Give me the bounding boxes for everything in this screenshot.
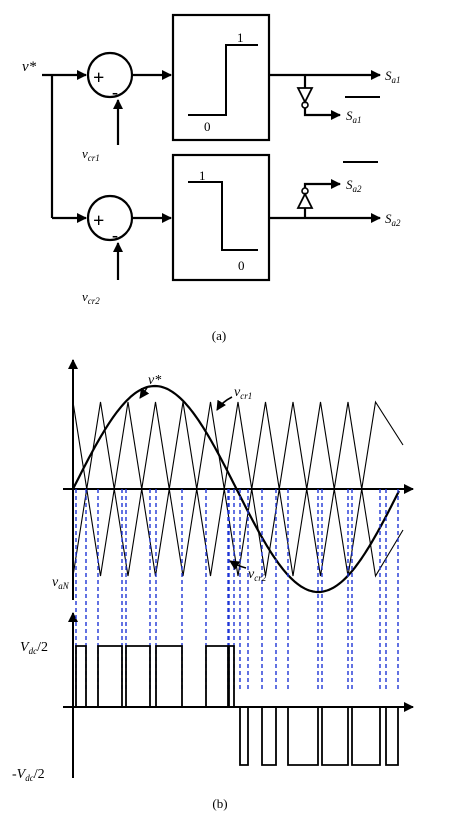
block2-low: 0 (238, 258, 245, 273)
vout-label: vaN (52, 575, 70, 591)
sum2-minus: - (112, 225, 118, 245)
ref-wave-pointer (139, 387, 150, 399)
carrier1-label: vcr1 (82, 146, 100, 163)
caption-b: (b) (212, 796, 227, 811)
output-sa1-label: Sa1 (385, 68, 401, 85)
carrier1-triangle-wave (72, 400, 404, 490)
falling-step-curve (188, 181, 258, 251)
block-diagram-a-labels: v* + - + - vcr1 vcr2 1 0 1 0 Sa1 Sa1 Sa2… (22, 30, 401, 343)
block-diagram-a (42, 13, 381, 282)
sum2-plus: + (93, 210, 104, 232)
sum1-minus: - (112, 82, 118, 102)
reference-sine-wave (72, 384, 400, 594)
carrier2-label: vcr2 (82, 289, 100, 306)
comparator-block-1 (171, 13, 271, 142)
carrier2-wave-label: vcr2 (248, 567, 267, 583)
sum1-plus: + (93, 67, 104, 89)
carrier1-wave-label: vcr1 (234, 385, 252, 401)
output-pulse-train (73, 645, 405, 766)
block1-high: 1 (237, 30, 244, 45)
output-sa1-bar-label: Sa1 (346, 108, 362, 125)
block1-low: 0 (204, 119, 211, 134)
pos-level-label: Vdc/2 (20, 640, 48, 656)
output-sa2-label: Sa2 (385, 211, 401, 228)
output-sa2-bar-label: Sa2 (346, 177, 362, 194)
rising-step-curve (188, 44, 258, 116)
waveform-b: vaN Vdc/2 -Vdc/2 v* vcr1 vcr2 (b) (12, 359, 414, 811)
caption-a: (a) (212, 328, 226, 343)
inverter1-output (303, 108, 341, 120)
neg-level-label: -Vdc/2 (12, 767, 45, 783)
carrier2-pointer (229, 560, 247, 571)
ref-input-label: v* (22, 59, 37, 75)
ref-wave-label: v* (148, 373, 161, 388)
inverter2-output (303, 179, 341, 189)
carrier1-pointer (216, 396, 233, 411)
inverter2-triangle (296, 191, 314, 209)
inverter1-triangle (296, 87, 314, 105)
block2-high: 1 (199, 168, 206, 183)
switching-instant-lines (75, 489, 399, 690)
carrier2-triangle-wave (72, 488, 404, 578)
